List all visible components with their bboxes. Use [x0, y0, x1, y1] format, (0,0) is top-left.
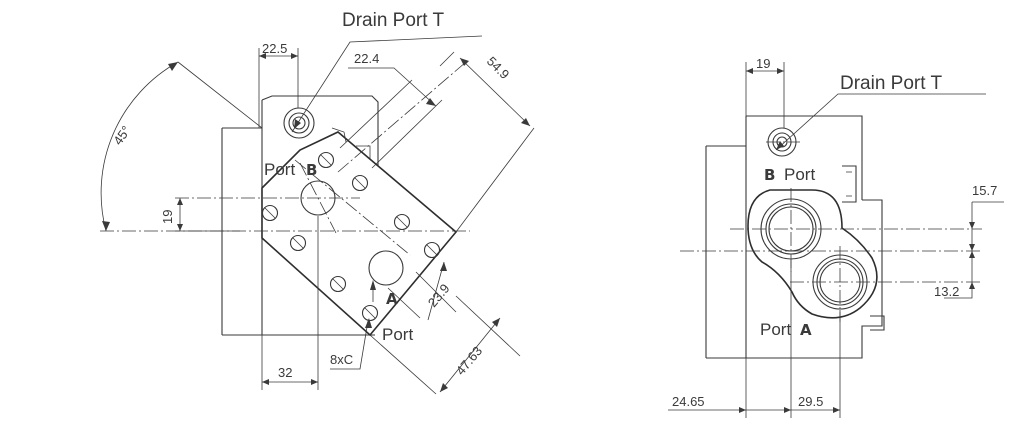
dim-47-63-label: 47.63	[453, 343, 485, 378]
right-mounting-plate	[705, 145, 746, 359]
dim-24-65-label: 24.65	[672, 394, 705, 409]
holes-leader	[330, 318, 372, 370]
left-view: Drain Port T 22.5 22.4 54.9 45° 19 Port …	[100, 10, 535, 395]
left-bolt-holes	[261, 151, 441, 322]
left-drain-port	[283, 107, 315, 139]
dim-32-label: 32	[278, 365, 292, 380]
bolt-hole	[393, 213, 411, 231]
bolt-hole	[261, 204, 279, 222]
left-port-a-circle	[368, 250, 404, 286]
right-drain-port-label: Drain Port T	[840, 73, 942, 94]
right-port-flange	[747, 189, 878, 319]
dim-32	[261, 216, 319, 390]
right-port-a-letter: A	[800, 321, 812, 339]
right-view: Drain Port T 19 B Port Port A 15.7 13.2 …	[668, 56, 1004, 418]
right-valve-body	[745, 115, 885, 359]
right-drain-leader	[775, 93, 986, 151]
port-a-arrow	[370, 280, 376, 302]
dim-22-5	[258, 48, 299, 128]
dim-19-left	[177, 198, 183, 231]
right-center-lines	[680, 141, 982, 322]
left-port-b-word: Port	[264, 160, 295, 179]
dim-13-2	[944, 251, 975, 299]
dim-22-4	[339, 67, 443, 169]
dim-24-65-29-5	[668, 407, 840, 413]
bolt-hole	[289, 234, 307, 252]
dim-19-right	[746, 68, 784, 74]
angle-45-label: 45°	[110, 123, 134, 148]
left-port-a-letter: A	[386, 290, 398, 308]
dim-13-2-label: 13.2	[934, 284, 959, 299]
dim-29-5-label: 29.5	[798, 394, 823, 409]
right-port-a-word: Port	[760, 320, 791, 339]
bolt-hole	[329, 275, 347, 293]
dim-54-9	[439, 51, 535, 233]
dim-19-left-label: 19	[160, 210, 175, 224]
left-center-lines	[100, 61, 470, 256]
left-drain-leader	[291, 35, 483, 133]
right-extension-lines	[745, 62, 841, 418]
dim-15-7-label: 15.7	[972, 183, 997, 198]
dim-19-right-label: 19	[756, 56, 770, 71]
left-drain-port-label: Drain Port T	[342, 10, 444, 31]
bolt-hole	[423, 241, 441, 259]
right-port-b-word: Port	[784, 165, 815, 184]
bolt-hole	[361, 304, 379, 322]
left-port-b-letter: B	[306, 161, 317, 179]
bolt-hole	[351, 174, 369, 192]
dim-47-63	[369, 295, 521, 395]
right-port-b-letter: B	[764, 166, 775, 184]
dim-54-9-label: 54.9	[484, 54, 513, 83]
dim-22-4-label: 22.4	[354, 51, 379, 66]
holes-label: 8xC	[330, 352, 353, 367]
dim-23-9	[387, 261, 457, 321]
dim-22-5-label: 22.5	[262, 41, 287, 56]
angle-dimension	[100, 61, 263, 232]
dim-15-7	[969, 201, 1004, 251]
left-port-a-word: Port	[382, 325, 413, 344]
bolt-hole	[317, 151, 335, 169]
